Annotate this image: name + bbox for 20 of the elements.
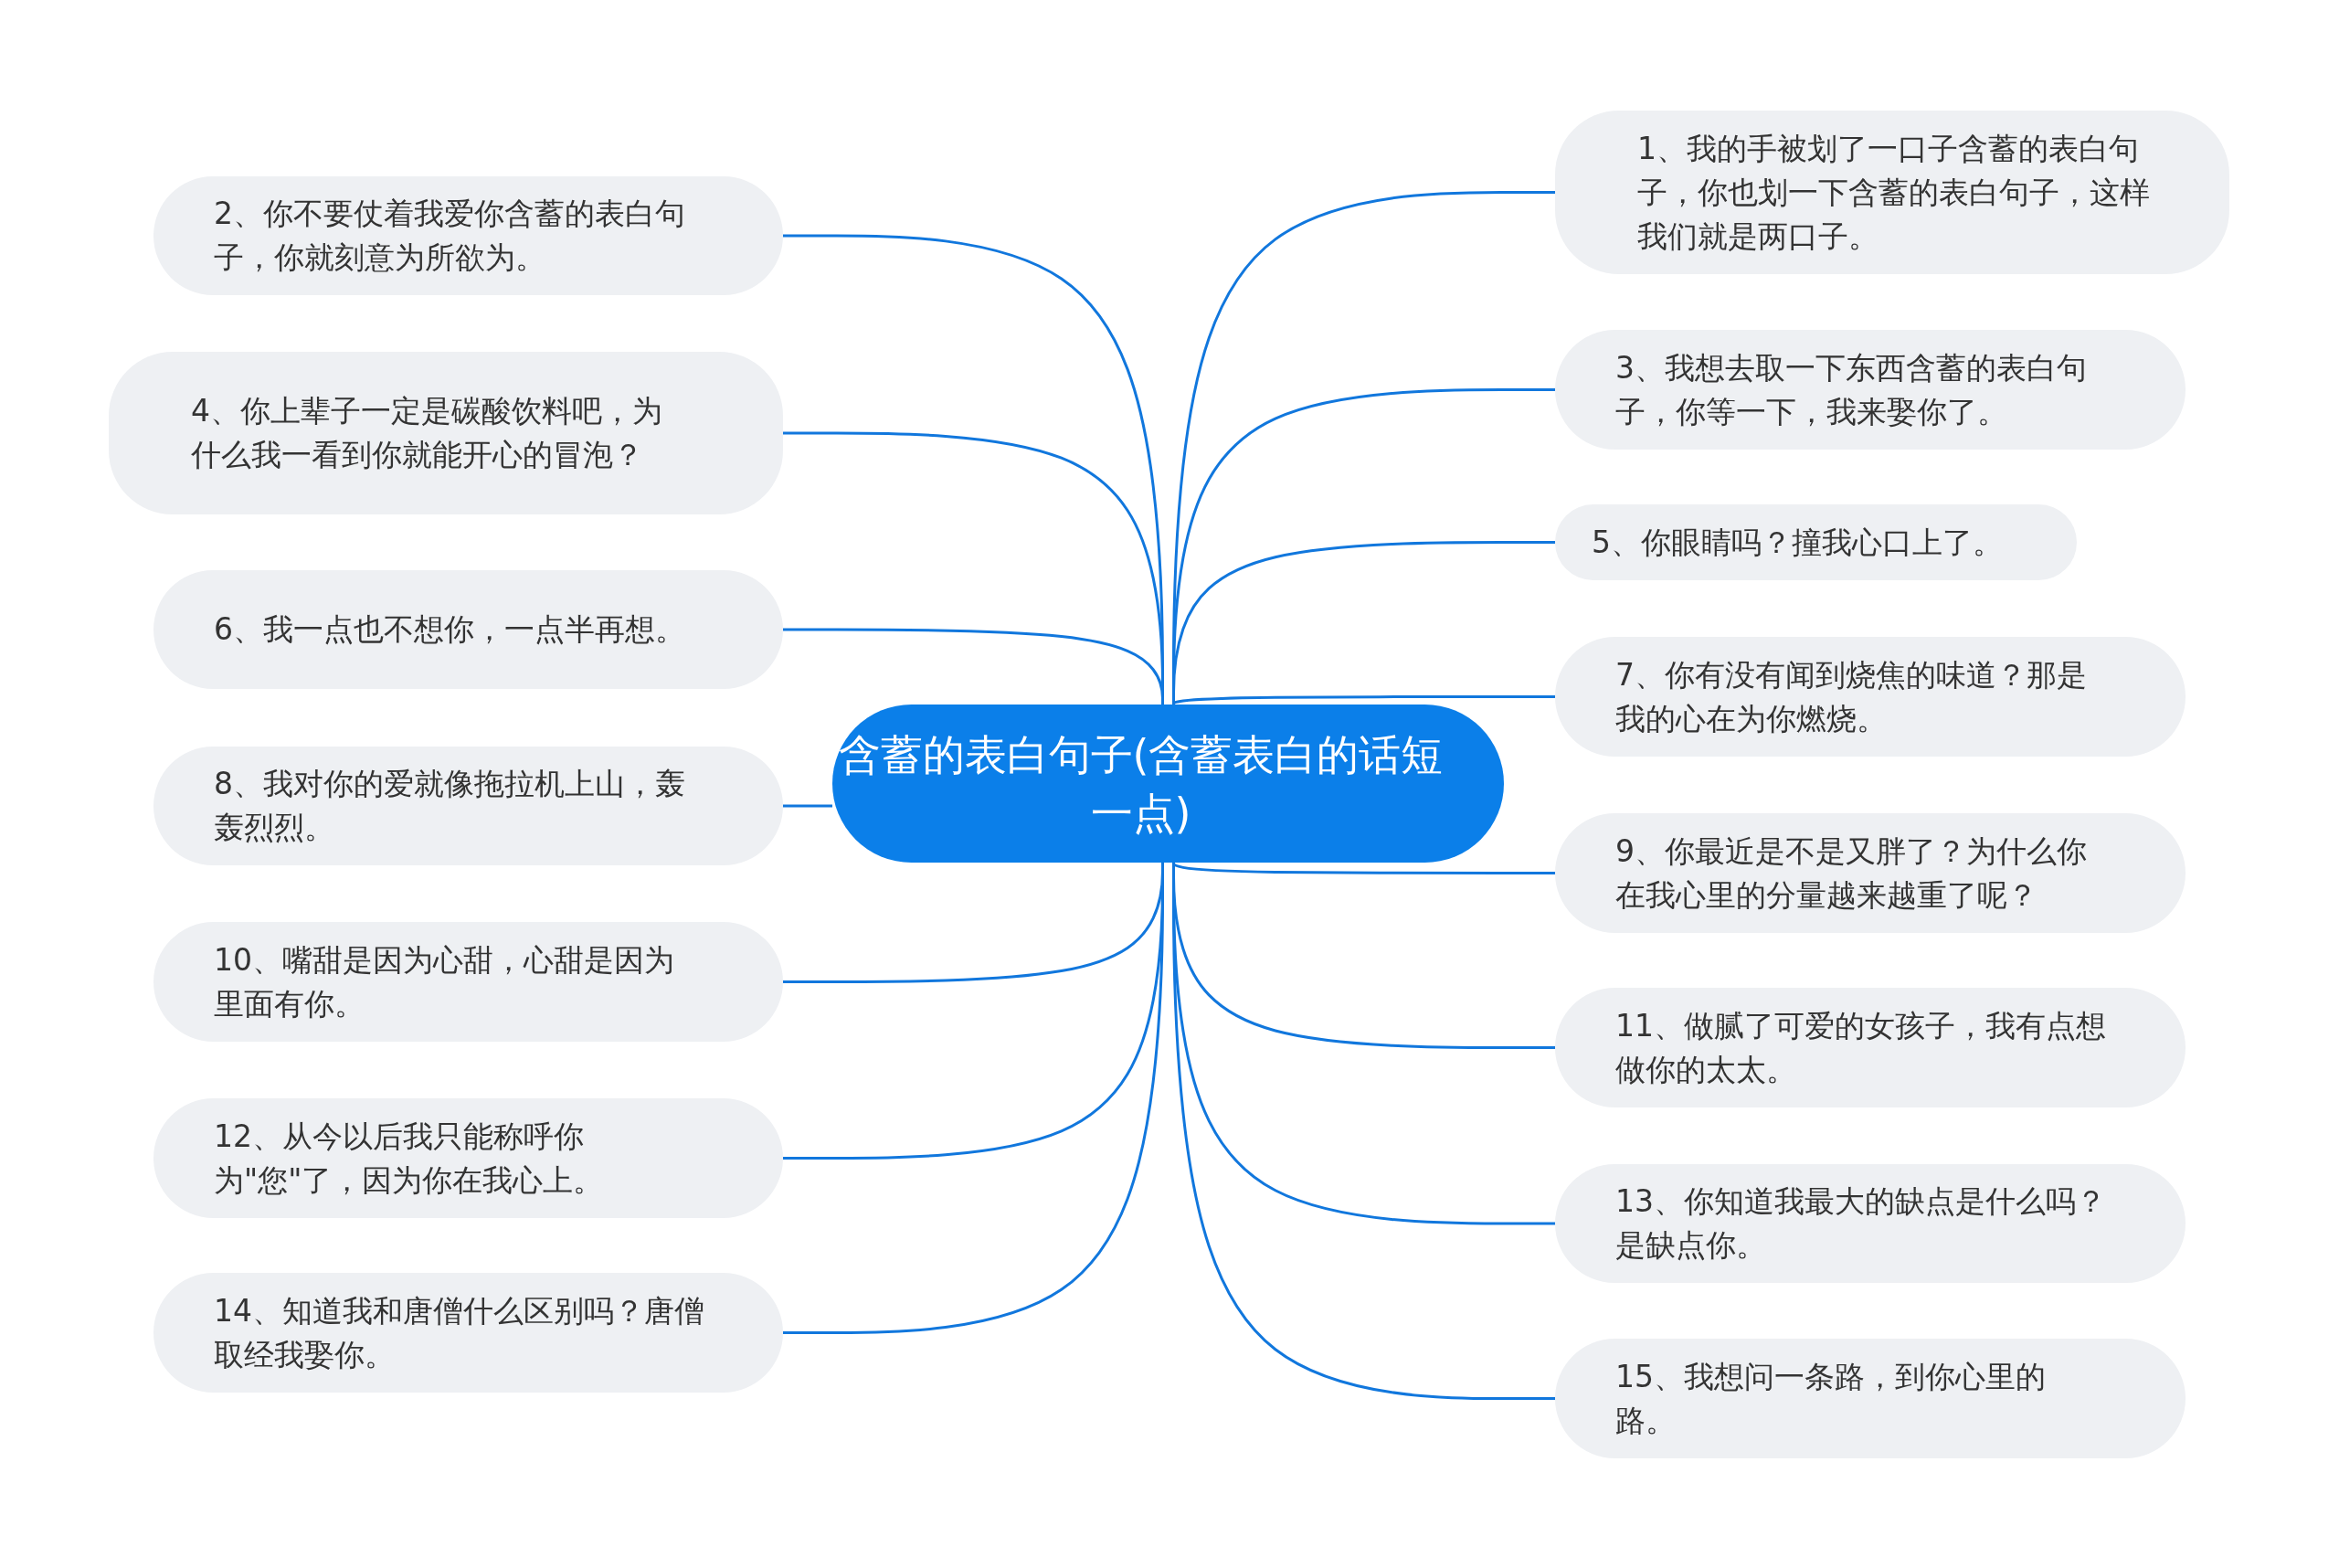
central-topic: 含蓄的表白句子(含蓄表白的话短一点) bbox=[832, 705, 1504, 863]
connector-line bbox=[783, 804, 832, 808]
topic-box: 11、做腻了可爱的女孩子，我有点想做你的太太。 bbox=[1555, 988, 2186, 1107]
topic-box: 5、你眼睛吗？撞我心口上了。 bbox=[1555, 504, 2077, 580]
topic-box: 2、你不要仗着我爱你含蓄的表白句子，你就刻意为所欲为。 bbox=[153, 176, 783, 295]
connector-line bbox=[1172, 695, 1555, 706]
topic-box: 6、我一点也不想你，一点半再想。 bbox=[153, 570, 783, 689]
topic-box: 4、你上辈子一定是碳酸饮料吧，为什么我一看到你就能开心的冒泡？ bbox=[109, 352, 783, 514]
topic-box: 3、我想去取一下东西含蓄的表白句子，你等一下，我来娶你了。 bbox=[1555, 330, 2186, 450]
topic-box: 14、知道我和唐僧什么区别吗？唐僧取经我娶你。 bbox=[153, 1273, 783, 1393]
topic-box: 12、从今以后我只能称呼你为"您"了，因为你在我心上。 bbox=[153, 1098, 783, 1218]
topic-box: 8、我对你的爱就像拖拉机上山，轰轰烈烈。 bbox=[153, 747, 783, 865]
connector-line bbox=[1172, 862, 1555, 874]
topic-box: 15、我想问一条路，到你心里的路。 bbox=[1555, 1339, 2186, 1458]
topic-box: 10、嘴甜是因为心甜，心甜是因为里面有你。 bbox=[153, 922, 783, 1042]
connector-line bbox=[783, 628, 1164, 705]
topic-box: 1、我的手被划了一口子含蓄的表白句子，你也划一下含蓄的表白句子，这样我们就是两口子。 bbox=[1555, 111, 2229, 274]
topic-box: 9、你最近是不是又胖了？为什么你在我心里的分量越来越重了呢？ bbox=[1555, 813, 2186, 933]
topic-box: 7、你有没有闻到烧焦的味道？那是我的心在为你燃烧。 bbox=[1555, 637, 2186, 757]
topic-box: 13、你知道我最大的缺点是什么吗？是缺点你。 bbox=[1555, 1164, 2186, 1283]
